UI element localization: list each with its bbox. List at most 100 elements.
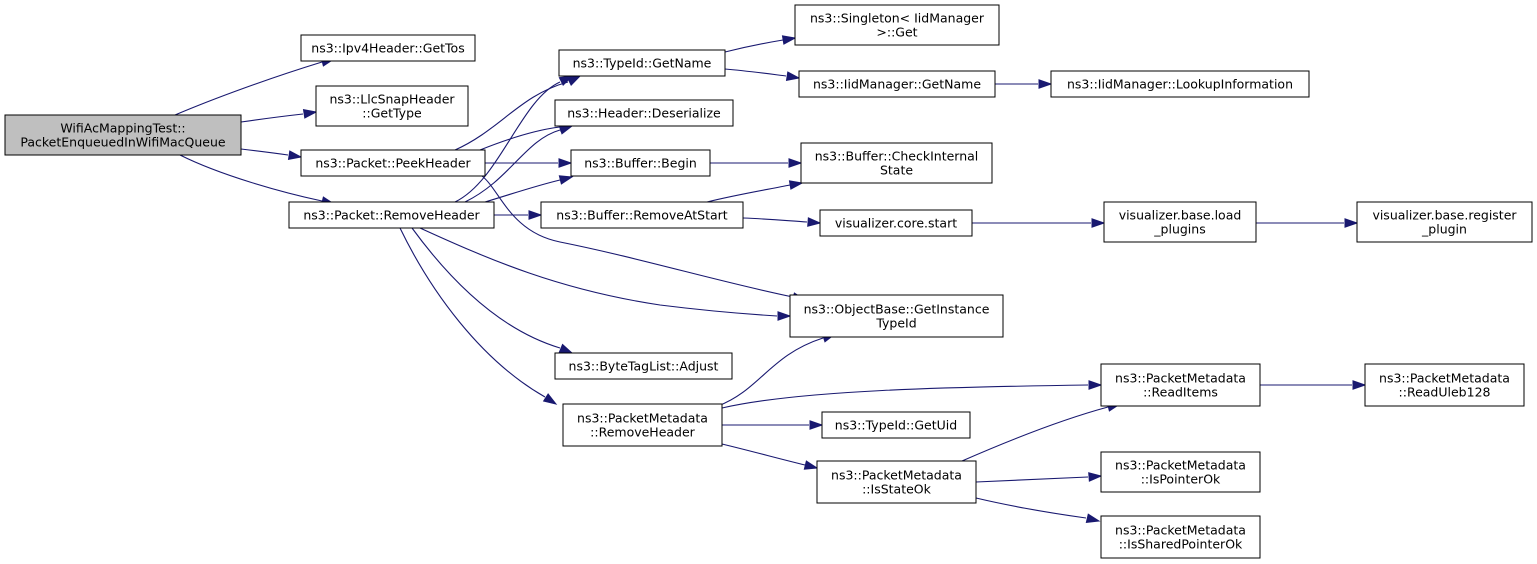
node-label: ns3::TypeId::GetUid	[835, 418, 957, 433]
arrowhead	[558, 75, 574, 86]
node-label: ns3::PacketMetadata	[577, 411, 708, 426]
node-buffer-begin[interactable]: ns3::Buffer::Begin	[570, 149, 711, 177]
node-viz-load-plugins[interactable]: visualizer.base.load_plugins	[1103, 201, 1257, 243]
node-label: ns3::TypeId::GetName	[573, 56, 712, 71]
node-buffer-remove-at-start[interactable]: ns3::Buffer::RemoveAtStart	[540, 201, 744, 229]
node-box	[1050, 70, 1310, 98]
edge-line	[454, 81, 569, 151]
node-is-state-ok[interactable]: ns3::PacketMetadata::IsStateOk	[816, 460, 977, 504]
edge-buffer-remove-at-start-to-viz-core-start	[742, 217, 822, 227]
node-label: visualizer.base.register	[1372, 208, 1517, 223]
node-label: ns3::Singleton< IidManager	[810, 11, 985, 26]
node-label: ns3::Ipv4Header::GetTos	[311, 41, 464, 56]
arrowhead	[781, 35, 797, 45]
node-label: ns3::PacketMetadata	[1115, 371, 1246, 386]
node-label: ns3::PacketMetadata	[831, 468, 962, 483]
arrowhead	[302, 109, 318, 119]
node-viz-register-plugin[interactable]: visualizer.base.register_plugin	[1356, 201, 1533, 243]
node-viz-core-start[interactable]: visualizer.core.start	[819, 209, 973, 237]
edge-line	[479, 126, 561, 151]
node-is-pointer-ok[interactable]: ns3::PacketMetadata::IsPointerOk	[1100, 451, 1261, 493]
node-label: ns3::IidManager::GetName	[813, 77, 981, 92]
edge-line	[240, 148, 289, 156]
edge-line	[454, 81, 561, 203]
edge-line	[174, 61, 323, 116]
node-box	[315, 85, 469, 127]
node-label: ns3::ByteTagList::Adjust	[569, 359, 719, 374]
node-label: ns3::ObjectBase::GetInstance	[804, 302, 990, 317]
node-label: WifiAcMappingTest::	[60, 121, 185, 136]
node-header-deserialize[interactable]: ns3::Header::Deserialize	[554, 99, 734, 127]
edge-remove-header-to-buffer-remove-at-start	[494, 210, 543, 220]
arrowhead	[558, 158, 573, 168]
arrowhead	[1088, 380, 1103, 390]
node-read-items[interactable]: ns3::PacketMetadata::ReadItems	[1100, 363, 1261, 407]
edge-line	[961, 406, 1109, 462]
edge-type-id-get-name-to-singleton-get	[724, 35, 797, 53]
edge-is-state-ok-to-is-pointer-ok	[975, 472, 1103, 483]
node-label: ns3::LlcSnapHeader	[329, 92, 455, 107]
node-root[interactable]: WifiAcMappingTest::PacketEnqueuedInWifiM…	[4, 114, 242, 156]
node-box	[554, 352, 733, 380]
node-read-uleb128[interactable]: ns3::PacketMetadata::ReadUleb128	[1364, 363, 1525, 407]
arrowhead	[785, 71, 801, 81]
edge-peek-header-to-buffer-begin	[485, 158, 573, 168]
edge-line	[721, 384, 1089, 409]
arrowhead	[1344, 218, 1359, 228]
edge-iid-get-name-to-iid-lookup	[995, 79, 1053, 89]
arrowhead	[809, 420, 824, 430]
node-box	[1364, 363, 1525, 407]
edge-remove-header-to-buffer-begin	[484, 175, 574, 203]
node-label: ns3::PacketMetadata	[1115, 523, 1246, 538]
node-box	[562, 403, 723, 447]
arrowhead	[1091, 218, 1106, 228]
node-label: visualizer.base.load	[1119, 208, 1242, 223]
edge-line	[706, 184, 791, 203]
node-pm-remove-header[interactable]: ns3::PacketMetadata::RemoveHeader	[562, 403, 723, 447]
arrowhead	[1088, 472, 1103, 482]
node-peek-header[interactable]: ns3::Packet::PeekHeader	[300, 149, 486, 177]
edge-viz-load-plugins-to-viz-register-plugin	[1256, 218, 1359, 228]
edge-line	[975, 497, 1087, 519]
edge-remove-header-to-get-instance-type-id	[419, 227, 792, 321]
node-get-tos[interactable]: ns3::Ipv4Header::GetTos	[300, 34, 476, 62]
edge-read-items-to-read-uleb128	[1260, 380, 1367, 390]
node-byte-tag-list-adjust[interactable]: ns3::ByteTagList::Adjust	[554, 352, 733, 380]
node-iid-lookup[interactable]: ns3::IidManager::LookupInformation	[1050, 70, 1310, 98]
edge-line	[399, 227, 546, 398]
node-llc-get-type[interactable]: ns3::LlcSnapHeader::GetType	[315, 85, 469, 127]
arrowhead	[803, 460, 819, 470]
edge-pm-remove-header-to-is-state-ok	[721, 443, 819, 470]
node-type-id-get-uid[interactable]: ns3::TypeId::GetUid	[821, 411, 971, 439]
node-label: ns3::PacketMetadata	[1115, 458, 1246, 473]
edge-line	[975, 476, 1089, 483]
node-iid-get-name[interactable]: ns3::IidManager::GetName	[798, 70, 996, 98]
node-type-id-get-name[interactable]: ns3::TypeId::GetName	[558, 49, 726, 77]
node-remove-header[interactable]: ns3::Packet::RemoveHeader	[288, 201, 495, 229]
arrowhead	[558, 343, 574, 354]
edge-line	[721, 443, 806, 466]
edge-root-to-get-tos	[174, 57, 336, 116]
node-box	[288, 201, 495, 229]
node-label: ns3::PacketMetadata	[1379, 371, 1510, 386]
edge-buffer-remove-at-start-to-check-internal-state	[706, 180, 804, 203]
edge-line	[419, 227, 778, 317]
node-box	[821, 411, 971, 439]
arrowhead	[1352, 380, 1367, 390]
edge-line	[481, 175, 794, 298]
arrowhead	[1085, 513, 1101, 523]
edge-remove-header-to-type-id-get-name	[454, 75, 574, 203]
edge-line	[717, 337, 824, 407]
node-label: ::GetType	[362, 106, 422, 121]
node-box	[570, 149, 711, 177]
node-label: ns3::Buffer::Begin	[584, 156, 697, 171]
edge-line	[742, 217, 808, 223]
node-label: PacketEnqueuedInWifiMacQueue	[20, 135, 226, 150]
node-is-shared-pointer-ok[interactable]: ns3::PacketMetadata::IsSharedPointerOk	[1100, 515, 1261, 559]
node-box	[798, 70, 996, 98]
node-singleton-get[interactable]: ns3::Singleton< IidManager>::Get	[794, 4, 1000, 46]
node-label: _plugins	[1153, 222, 1205, 237]
